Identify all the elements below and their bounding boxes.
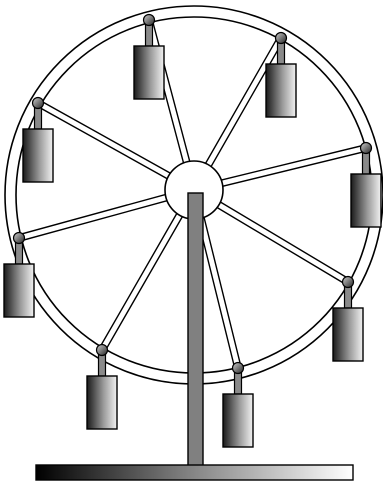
gondola-cabin xyxy=(23,129,53,182)
gondola-cabin xyxy=(87,376,117,429)
gondola-cabin xyxy=(134,46,164,99)
tower-post xyxy=(188,193,203,466)
gondola-pivot xyxy=(144,15,155,26)
gondola-pivot xyxy=(276,33,287,44)
support-tower xyxy=(188,193,203,466)
gondola-pivot xyxy=(33,98,44,109)
gondola-pivot xyxy=(233,363,244,374)
gondola-cabin xyxy=(266,64,296,117)
gondola-cabin xyxy=(351,174,381,227)
gondola-cabin xyxy=(4,264,34,317)
gondola-cabin xyxy=(223,394,253,447)
gondola-pivot xyxy=(14,233,25,244)
gondola-pivot xyxy=(343,277,354,288)
gondola-pivot xyxy=(97,345,108,356)
gondola-cabin xyxy=(333,308,363,361)
gondola-pivot xyxy=(361,143,372,154)
ground-base xyxy=(36,465,353,480)
